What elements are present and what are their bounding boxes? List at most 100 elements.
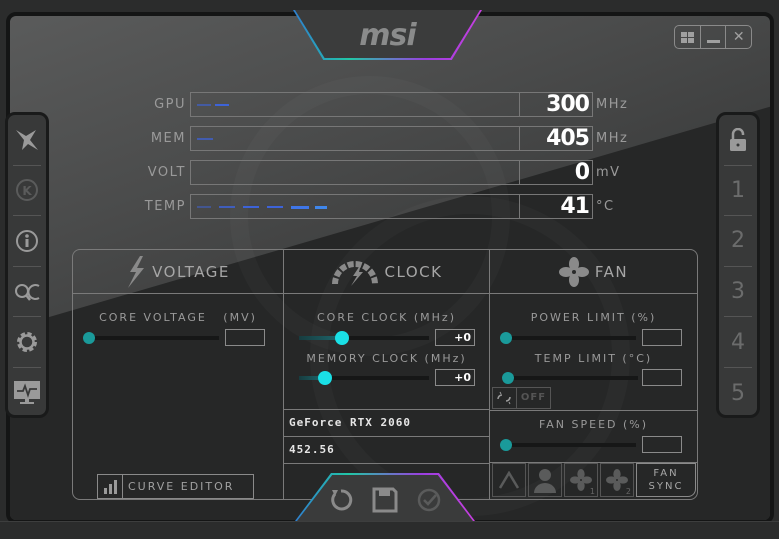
core-voltage-label: CORE VOLTAGE (MV) bbox=[99, 311, 257, 324]
oc-scanner-icon bbox=[15, 283, 40, 301]
unlock-icon bbox=[730, 127, 746, 151]
k-boost-icon: K bbox=[16, 179, 38, 202]
voltage-tab[interactable]: VOLTAGE bbox=[73, 250, 283, 294]
gear-icon bbox=[17, 332, 37, 353]
monitor-unit: MHz bbox=[596, 97, 629, 112]
monitor-unit: MHz bbox=[596, 131, 629, 146]
temp-limit-label: TEMP LIMIT (°C) bbox=[534, 352, 653, 365]
core-clock-slider[interactable] bbox=[299, 331, 429, 345]
clock-section: CLOCK CORE CLOCK (MHz) +0 MEMORY CLOCK (… bbox=[283, 250, 489, 499]
profile-2-button[interactable]: 2 bbox=[724, 216, 752, 267]
fan-auto-button[interactable] bbox=[492, 463, 526, 497]
auto-icon bbox=[498, 471, 520, 489]
fan-icon bbox=[570, 469, 592, 491]
sidebar-item-info[interactable] bbox=[13, 216, 41, 267]
monitor-label: MEM bbox=[150, 131, 186, 146]
monitor-label: VOLT bbox=[147, 165, 186, 180]
fan-user-button[interactable] bbox=[528, 463, 562, 497]
core-voltage-input[interactable] bbox=[225, 329, 265, 346]
voltage-bar bbox=[190, 160, 520, 185]
monitor-unit: mV bbox=[596, 165, 621, 180]
main-window-frame bbox=[6, 12, 774, 524]
windows-icon bbox=[680, 31, 694, 43]
temp-bar bbox=[190, 194, 520, 219]
power-limit-label: POWER LIMIT (%) bbox=[530, 311, 657, 324]
windows-button[interactable] bbox=[675, 26, 700, 48]
apply-button[interactable] bbox=[416, 487, 442, 513]
minimize-icon bbox=[706, 39, 720, 43]
slider-knob[interactable] bbox=[318, 371, 332, 385]
minimize-button[interactable] bbox=[699, 26, 726, 48]
monitor-row-temp: TEMP 41 °C bbox=[130, 193, 615, 220]
profile-3-button[interactable]: 3 bbox=[724, 267, 752, 318]
reset-icon bbox=[331, 489, 353, 511]
bottom-strip bbox=[0, 521, 779, 539]
fan-speed-input[interactable] bbox=[642, 436, 682, 453]
monitor-unit: °C bbox=[596, 199, 615, 214]
slider-knob[interactable] bbox=[500, 439, 512, 451]
power-limit-input[interactable] bbox=[642, 329, 682, 346]
right-sidebar-profiles: 1 2 3 4 5 bbox=[716, 112, 760, 418]
action-plate bbox=[297, 475, 473, 521]
logo-plate: msi bbox=[295, 10, 480, 58]
monitor-value: 405 bbox=[520, 126, 593, 151]
reset-button[interactable] bbox=[328, 487, 354, 513]
slider-knob[interactable] bbox=[335, 331, 349, 345]
kombustor-icon bbox=[16, 129, 38, 150]
power-limit-slider[interactable] bbox=[500, 332, 636, 344]
close-button[interactable]: ✕ bbox=[725, 26, 751, 48]
slider-knob[interactable] bbox=[502, 372, 514, 384]
msi-logo: msi bbox=[359, 18, 416, 53]
apply-check-icon bbox=[417, 488, 441, 512]
bar-chart-icon bbox=[98, 475, 123, 498]
fan-1-button[interactable]: 1 bbox=[564, 463, 598, 497]
curve-editor-button[interactable]: CURVE EDITOR bbox=[97, 474, 254, 499]
memory-clock-input[interactable]: +0 bbox=[435, 369, 475, 386]
save-icon bbox=[372, 487, 398, 513]
clock-tab[interactable]: CLOCK bbox=[284, 250, 489, 294]
fan-section: FAN POWER LIMIT (%) TEMP LIMIT (°C) OFF … bbox=[489, 250, 697, 499]
monitor-row-mem: MEM 405 MHz bbox=[130, 125, 628, 152]
save-button[interactable] bbox=[372, 487, 398, 513]
monitor-row-gpu: GPU 300 MHz bbox=[130, 91, 628, 118]
memory-clock-slider[interactable] bbox=[299, 371, 429, 385]
monitor-label: GPU bbox=[154, 97, 186, 112]
mem-clock-bar bbox=[190, 126, 520, 151]
sidebar-item-k-boost[interactable]: K bbox=[13, 166, 41, 217]
gpu-name: GeForce RTX 2060 bbox=[284, 409, 489, 436]
svg-text:K: K bbox=[22, 184, 32, 198]
fan-speed-slider[interactable] bbox=[500, 439, 636, 451]
temp-limit-input[interactable] bbox=[642, 369, 682, 386]
sidebar-item-settings[interactable] bbox=[13, 317, 41, 368]
fan-icon bbox=[606, 469, 628, 491]
sidebar-item-monitoring[interactable] bbox=[13, 368, 41, 419]
window-controls: ✕ bbox=[674, 25, 752, 49]
monitor-value: 300 bbox=[520, 92, 593, 117]
sidebar-item-oc-scanner[interactable] bbox=[13, 267, 41, 318]
power-temp-link-toggle[interactable]: OFF bbox=[492, 387, 551, 409]
temp-limit-slider[interactable] bbox=[502, 372, 638, 384]
fan-icon bbox=[558, 256, 589, 287]
monitor-row-volt: VOLT 0 mV bbox=[130, 159, 621, 186]
core-clock-input[interactable]: +0 bbox=[435, 329, 475, 346]
sidebar-item-kombustor[interactable] bbox=[13, 115, 41, 166]
fan-tab[interactable]: FAN bbox=[490, 250, 697, 294]
profile-5-button[interactable]: 5 bbox=[731, 380, 745, 406]
driver-version: 452.56 bbox=[284, 436, 489, 463]
close-icon: ✕ bbox=[732, 29, 745, 45]
control-panel: VOLTAGE CORE VOLTAGE (MV) CURVE EDITOR C… bbox=[72, 249, 698, 500]
core-voltage-slider[interactable] bbox=[83, 332, 219, 344]
profile-1-button[interactable]: 1 bbox=[724, 166, 752, 217]
profile-4-button[interactable]: 4 bbox=[724, 317, 752, 368]
slider-knob[interactable] bbox=[83, 332, 95, 344]
profile-lock-button[interactable] bbox=[724, 115, 752, 166]
slider-knob[interactable] bbox=[500, 332, 512, 344]
left-sidebar: K bbox=[5, 112, 49, 418]
monitor-label: TEMP bbox=[144, 199, 186, 214]
user-icon bbox=[534, 469, 556, 493]
fan-2-button[interactable]: 2 bbox=[600, 463, 634, 497]
monitor-value: 41 bbox=[520, 194, 593, 219]
lightning-icon bbox=[128, 255, 145, 288]
